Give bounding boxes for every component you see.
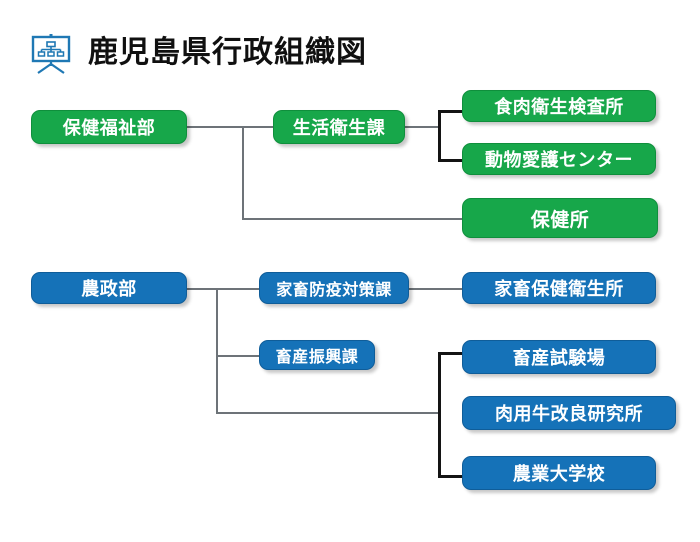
connector-spine-to-facility-bracket (216, 412, 440, 414)
node-hoken-fukushi-bu[interactable]: 保健福祉部 (31, 110, 187, 144)
page-title: 鹿児島県行政組織図 (88, 35, 367, 70)
bracket-facilities-top-arm (438, 352, 464, 355)
page-header: 鹿児島県行政組織図 (0, 0, 700, 92)
node-chikusan-shinko-ka[interactable]: 畜産振興課 (259, 340, 375, 370)
connector-junction-to-seikatsu-eisei (242, 126, 274, 128)
org-chart-presentation-icon (28, 34, 74, 74)
connector-kachiku-boeki-to-eiseijo (409, 288, 465, 290)
bracket-facilities-bottom-arm (438, 475, 464, 478)
bracket-facilities-vertical (438, 352, 441, 478)
connector-spine-to-kachiku-boeki (216, 288, 260, 290)
connector-spine-to-chikusan-shinko (216, 355, 260, 357)
node-shokuniku-eisei-kensajo[interactable]: 食肉衛生検査所 (462, 90, 656, 122)
node-nogyo-daigakko[interactable]: 農業大学校 (462, 456, 656, 490)
node-kachiku-hoken-eiseijo[interactable]: 家畜保健衛生所 (462, 272, 656, 304)
bracket-seikatsu-eisei-top-arm (438, 110, 462, 113)
node-seikatsu-eisei-ka[interactable]: 生活衛生課 (273, 110, 405, 144)
connector-junction-to-hokenjo (242, 218, 464, 220)
node-nosei-bu[interactable]: 農政部 (31, 272, 187, 304)
node-hokenjo[interactable]: 保健所 (462, 198, 658, 238)
node-dobutsu-aigo-center[interactable]: 動物愛護センター (462, 143, 656, 175)
connector-hoken-fukushi-to-junction (186, 126, 244, 128)
bracket-seikatsu-eisei-bottom-arm (438, 159, 462, 162)
node-kachiku-boeki-taisaku-ka[interactable]: 家畜防疫対策課 (259, 272, 409, 304)
connector-hoken-fukushi-vertical (242, 126, 244, 220)
node-nikuyogyu-kairyo-kenkyujo[interactable]: 肉用牛改良研究所 (462, 396, 676, 430)
connector-nosei-vertical (216, 288, 218, 414)
connector-seikatsu-eisei-to-bracket (404, 126, 440, 128)
bracket-seikatsu-eisei-vertical (438, 110, 441, 162)
node-chikusan-shikenjo[interactable]: 畜産試験場 (462, 340, 656, 374)
connector-nosei-to-junction (186, 288, 218, 290)
